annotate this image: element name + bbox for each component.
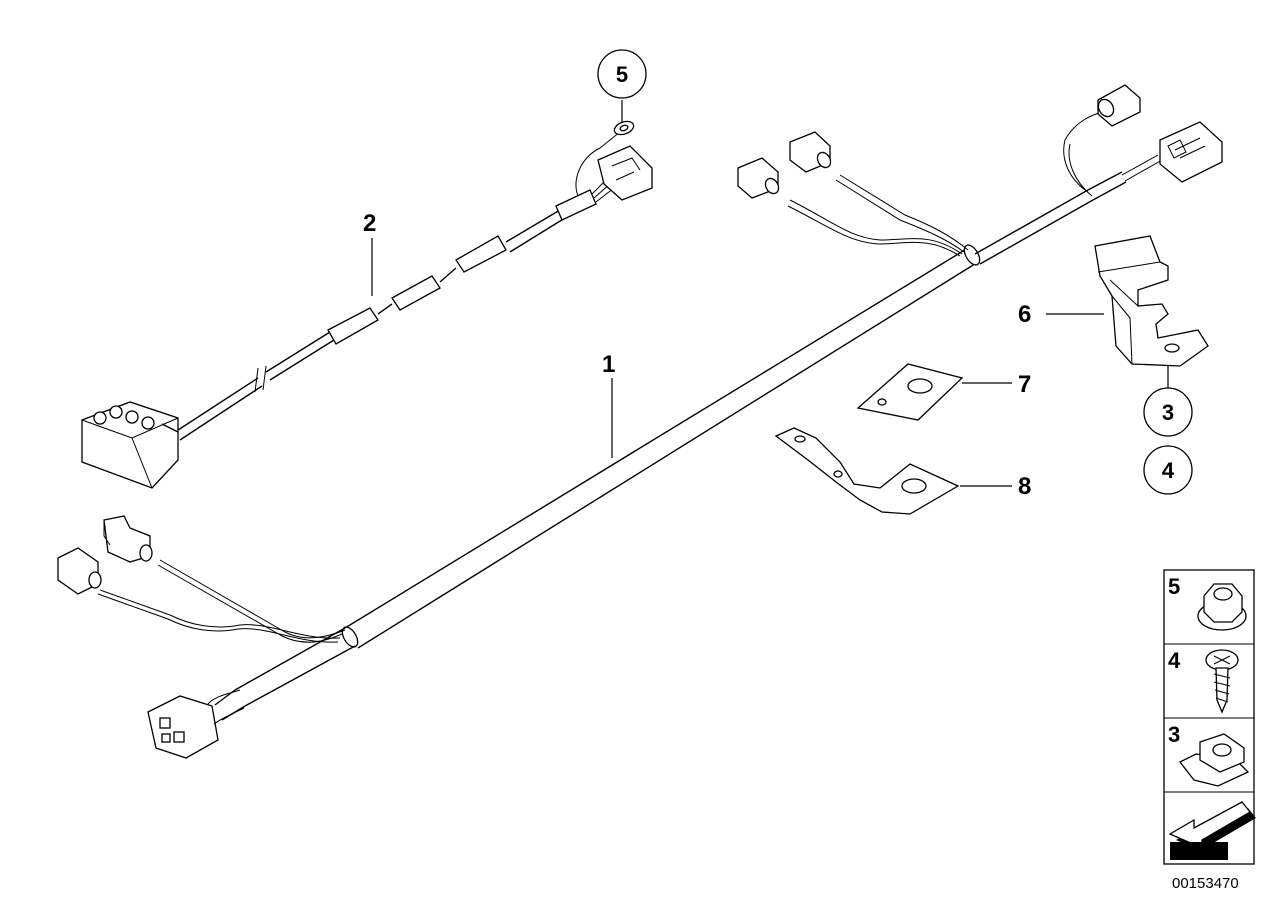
connector-mid-upper <box>789 131 832 173</box>
callout-circle-5-label: 5 <box>616 62 628 87</box>
part-number-8: 8 <box>1018 473 1031 500</box>
connector-top-right-large <box>1159 121 1223 183</box>
screw-icon <box>1205 649 1239 714</box>
drawing-id: 00153470 <box>1172 875 1239 892</box>
part-number-7: 7 <box>1018 371 1031 398</box>
part-number-1: 1 <box>602 351 615 378</box>
callout-circle-4-label: 4 <box>1162 458 1175 483</box>
arrow-icon <box>1168 801 1256 860</box>
connector-top-right-small <box>1097 84 1141 127</box>
main-wiring-harness <box>57 84 1223 759</box>
part-number-6: 6 <box>1018 301 1031 328</box>
legend-row-4: 4 <box>1168 648 1239 714</box>
legend-label-3: 3 <box>1168 722 1180 747</box>
callout-circle-5: 5 <box>597 49 647 99</box>
legend-row-3: 3 <box>1168 722 1250 787</box>
connector-mid-lower <box>737 157 780 199</box>
legend-row-arrow <box>1168 801 1256 860</box>
clip-nut-icon <box>1179 733 1250 787</box>
part-number-2: 2 <box>363 210 376 237</box>
legend-label-4: 4 <box>1168 648 1181 673</box>
connector-lower-left-upper <box>103 515 153 563</box>
legend-row-5: 5 <box>1168 574 1247 631</box>
callout-circle-3-label: 3 <box>1162 400 1174 425</box>
connector-lower-left-lower <box>57 547 102 595</box>
callout-circle-3: 3 <box>1143 387 1193 437</box>
hardware-legend: 5 4 3 <box>1163 569 1256 865</box>
bracket-plate-8 <box>774 427 960 515</box>
leader-lines <box>371 100 1169 487</box>
secondary-wiring-harness <box>81 120 653 489</box>
bracket-plate-7 <box>856 363 964 421</box>
collar-nut-icon <box>1197 583 1247 631</box>
connector-bottom-left <box>147 689 245 759</box>
connector-4-pin <box>81 401 179 489</box>
legend-label-5: 5 <box>1168 574 1180 599</box>
holder-bracket <box>1094 235 1209 367</box>
callout-circle-4: 4 <box>1143 445 1193 495</box>
